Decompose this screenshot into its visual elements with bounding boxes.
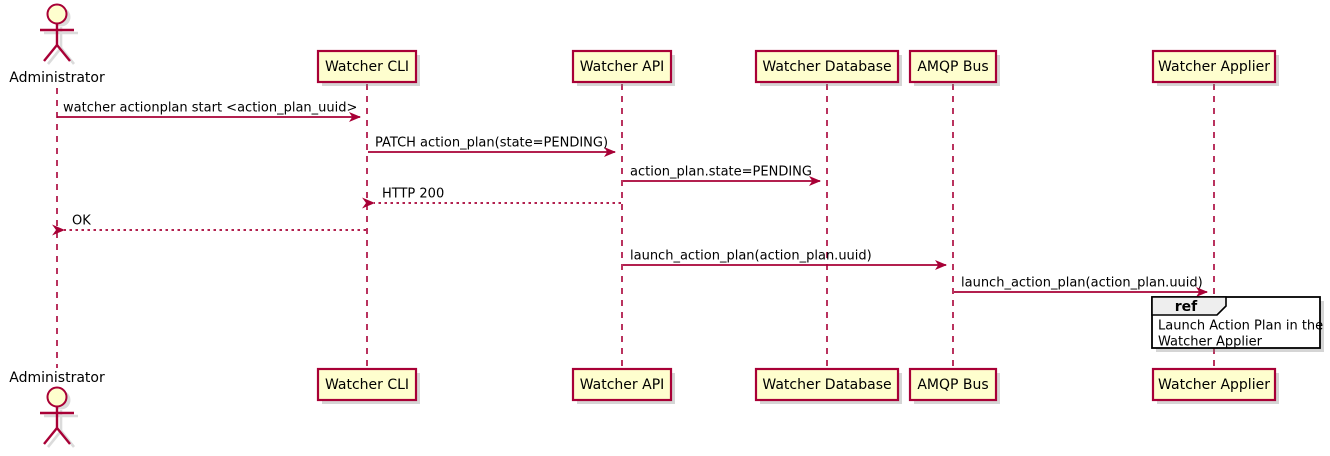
ref-body-line-2: Watcher Applier <box>1158 335 1263 350</box>
box-body <box>754 49 900 84</box>
ref-title-tab <box>1151 296 1227 316</box>
participant-label-watcher-database-top: Watcher Database <box>762 59 891 75</box>
box-body <box>754 367 900 402</box>
message-3[interactable]: action_plan.state=PENDING <box>623 165 821 186</box>
box-body <box>908 367 998 402</box>
ref-fragment[interactable]: ref Launch Action Plan in the Watcher Ap… <box>1151 296 1324 352</box>
message-label-1: watcher actionplan start <action_plan_uu… <box>63 101 357 116</box>
actor-label-administrator-bottom: Administrator <box>9 370 105 386</box>
participant-label-watcher-applier-top: Watcher Applier <box>1158 59 1270 75</box>
box-body <box>1151 367 1277 402</box>
actor-figure-icon <box>40 3 74 62</box>
participant-box-watcher-database-bottom[interactable]: Watcher Database <box>754 367 902 404</box>
participant-box-watcher-cli-bottom[interactable]: Watcher CLI <box>316 367 420 404</box>
participant-box-watcher-applier-top[interactable]: Watcher Applier <box>1151 49 1279 86</box>
box-body <box>908 49 998 84</box>
box-body <box>316 367 418 402</box>
box-body <box>316 49 418 84</box>
participant-label-watcher-api-top: Watcher API <box>580 59 665 75</box>
participant-label-watcher-applier-bottom: Watcher Applier <box>1158 377 1270 393</box>
message-6[interactable]: launch_action_plan(action_plan.uuid) <box>623 249 947 270</box>
participant-box-amqp-bus-top[interactable]: AMQP Bus <box>908 49 1000 86</box>
actor-figure-icon <box>40 386 74 445</box>
message-5[interactable]: OK <box>52 214 366 236</box>
message-label-6: launch_action_plan(action_plan.uuid) <box>630 249 872 264</box>
actor-label-administrator-top: Administrator <box>9 70 105 86</box>
participant-label-watcher-database-bottom: Watcher Database <box>762 377 891 393</box>
participant-label-amqp-bus-bottom: AMQP Bus <box>917 377 988 393</box>
message-label-3: action_plan.state=PENDING <box>630 165 812 180</box>
box-body <box>571 367 673 402</box>
participant-label-amqp-bus-top: AMQP Bus <box>917 59 988 75</box>
message-7[interactable]: launch_action_plan(action_plan.uuid) <box>954 276 1208 297</box>
participant-box-watcher-cli-top[interactable]: Watcher CLI <box>316 49 420 86</box>
ref-body-line-1: Launch Action Plan in the <box>1158 319 1323 334</box>
box-body <box>571 49 673 84</box>
participant-box-watcher-api-top[interactable]: Watcher API <box>571 49 675 86</box>
message-4[interactable]: HTTP 200 <box>362 187 621 209</box>
participant-box-watcher-applier-bottom[interactable]: Watcher Applier <box>1151 367 1279 404</box>
participant-box-watcher-api-bottom[interactable]: Watcher API <box>571 367 675 404</box>
participant-label-watcher-api-bottom: Watcher API <box>580 377 665 393</box>
participant-label-watcher-cli-bottom: Watcher CLI <box>325 377 409 393</box>
ref-title-label: ref <box>1175 299 1198 315</box>
participant-box-amqp-bus-bottom[interactable]: AMQP Bus <box>908 367 1000 404</box>
message-label-4: HTTP 200 <box>382 187 444 202</box>
message-label-7: launch_action_plan(action_plan.uuid) <box>961 276 1203 291</box>
participant-box-watcher-database-top[interactable]: Watcher Database <box>754 49 902 86</box>
message-2[interactable]: PATCH action_plan(state=PENDING) <box>368 136 616 157</box>
message-1[interactable]: watcher actionplan start <action_plan_uu… <box>57 101 361 122</box>
participant-label-watcher-cli-top: Watcher CLI <box>325 59 409 75</box>
lifelines-group <box>56 84 1215 368</box>
message-label-5: OK <box>72 214 91 229</box>
actor-administrator-bottom[interactable]: Administrator <box>9 370 105 448</box>
box-body <box>1151 49 1277 84</box>
message-label-2: PATCH action_plan(state=PENDING) <box>375 136 608 151</box>
actor-administrator-top[interactable]: Administrator <box>9 3 105 87</box>
